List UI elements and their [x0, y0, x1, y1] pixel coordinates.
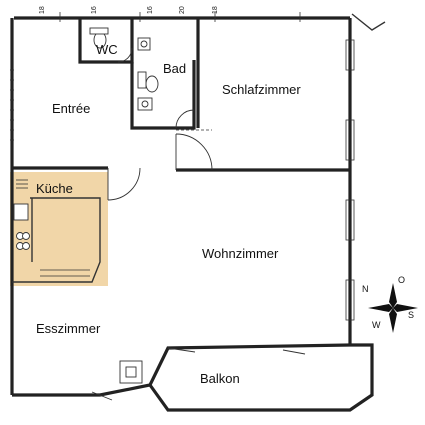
dimension-label: 16 [91, 6, 98, 14]
compass-label-o: O [398, 275, 405, 285]
compass-rose: N O S W [362, 275, 418, 333]
room-label-schlafzimmer: Schlafzimmer [222, 82, 301, 97]
dimension-label: 18 [39, 6, 46, 14]
room-label-esszimmer: Esszimmer [36, 321, 101, 336]
kitchen-highlight [10, 172, 108, 286]
compass-label-w: W [372, 320, 381, 330]
interior-walls [12, 18, 374, 412]
fixtures [13, 27, 159, 277]
dimension-label: 18 [212, 6, 219, 14]
doors [91, 47, 306, 401]
dimension-labels: 18 16 16 20 18 [39, 6, 219, 14]
room-label-kueche: Küche [36, 181, 73, 196]
room-labels: WC Bad Entrée Schlafzimmer Küche Wohnzim… [36, 42, 301, 386]
room-label-wohnzimmer: Wohnzimmer [202, 246, 279, 261]
compass-label-n: N [362, 284, 369, 294]
room-label-bad: Bad [163, 61, 186, 76]
compass-needle [389, 283, 397, 308]
room-label-wc: WC [96, 42, 118, 57]
dimension-label: 16 [147, 6, 154, 14]
room-label-balkon: Balkon [200, 371, 240, 386]
compass-label-s: S [408, 310, 414, 320]
dimension-label: 20 [179, 6, 186, 14]
room-label-entree: Entrée [52, 101, 90, 116]
